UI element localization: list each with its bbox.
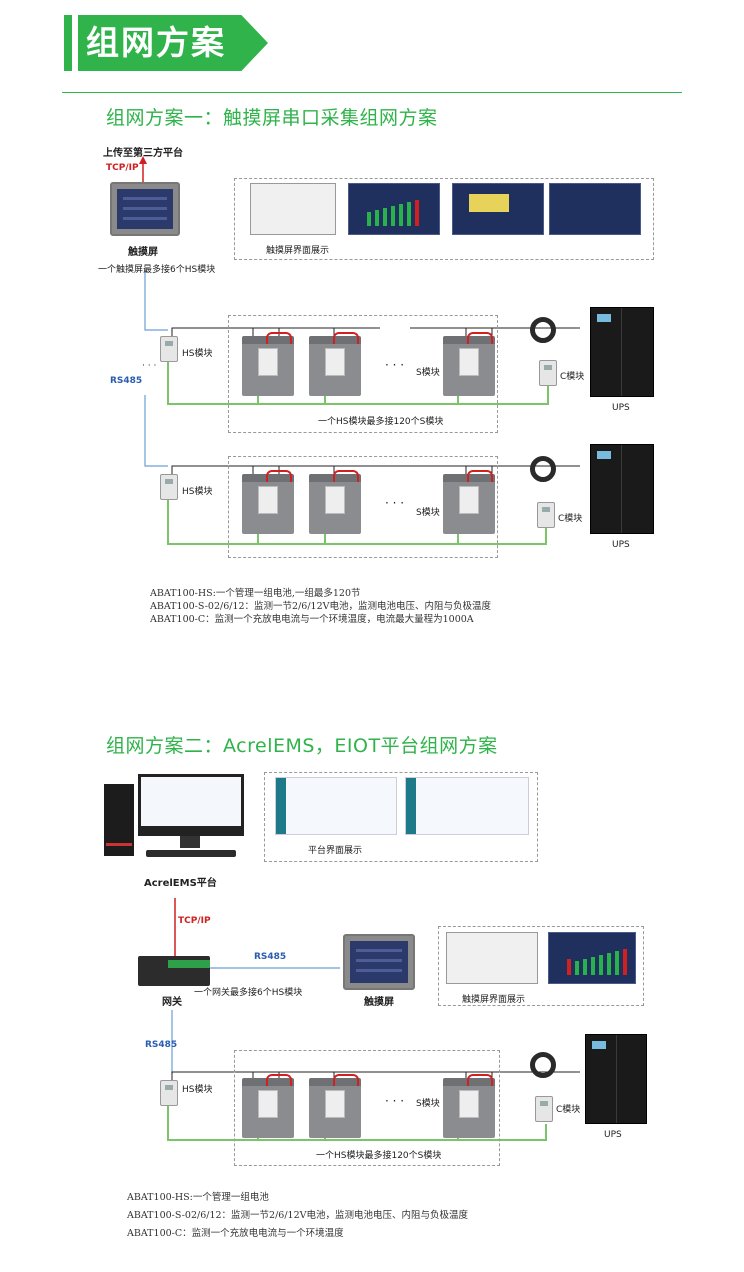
battery-3c bbox=[443, 1074, 495, 1138]
tcpip-label-2: TCP/IP bbox=[178, 916, 211, 926]
gateway-device bbox=[138, 956, 210, 986]
touchscreen-device bbox=[110, 182, 180, 236]
scheme2-title: 组网方案二：AcrelEMS，EIOT平台组网方案 bbox=[106, 735, 498, 757]
ups-label-1: UPS bbox=[612, 403, 630, 413]
scheme1-note-1: ABAT100-HS:一个管理一组电池,一组最多120节 bbox=[150, 588, 361, 599]
battery-2c bbox=[443, 470, 495, 534]
s-label-1: S模块 bbox=[416, 368, 440, 378]
c-label-1: C模块 bbox=[560, 372, 585, 382]
row1-group-box bbox=[228, 315, 498, 433]
scheme2-note-2: ABAT100-S-02/6/12：监测一节2/6/12V电池，监测电池电压、内… bbox=[127, 1210, 468, 1221]
gateway-note: 一个网关最多接6个HS模块 bbox=[194, 988, 303, 998]
battery-3b bbox=[309, 1074, 361, 1138]
keyboard bbox=[146, 850, 236, 857]
ups-3 bbox=[585, 1034, 647, 1124]
rs485-label-a: RS485 bbox=[254, 952, 287, 962]
rs485-dots: · · · bbox=[142, 361, 157, 371]
battery-1b bbox=[309, 332, 361, 396]
hs-note-3: 一个HS模块最多接120个S模块 bbox=[316, 1151, 442, 1161]
display-thumb-6 bbox=[548, 932, 636, 984]
touchscreen-device-2 bbox=[343, 934, 415, 990]
ellipsis-2: · · · bbox=[385, 496, 405, 510]
pc-monitor bbox=[138, 774, 244, 836]
scheme2-note-3: ABAT100-C：监测一个充放电电流与一个环境温度 bbox=[127, 1228, 344, 1239]
ellipsis-1: · · · bbox=[385, 358, 405, 372]
battery-2b bbox=[309, 470, 361, 534]
hs-note-1: 一个HS模块最多接120个S模块 bbox=[318, 417, 444, 427]
c-module-1 bbox=[539, 360, 557, 386]
battery-1a bbox=[242, 332, 294, 396]
c-module-3 bbox=[535, 1096, 553, 1122]
hs-module-3 bbox=[160, 1080, 178, 1106]
platform-thumb-2 bbox=[405, 777, 529, 835]
touchscreen-label: 触摸屏 bbox=[128, 247, 158, 258]
row3-group-box bbox=[234, 1050, 500, 1166]
display-label: 触摸屏界面展示 bbox=[266, 246, 330, 256]
ellipsis-3: · · · bbox=[385, 1094, 405, 1108]
ct-clamp-1 bbox=[530, 317, 556, 343]
platform-thumb-1 bbox=[275, 777, 397, 835]
hs-module-2 bbox=[160, 474, 178, 500]
platform-display-box bbox=[264, 772, 538, 862]
touchscreen-display-box bbox=[234, 178, 654, 260]
gateway-label: 网关 bbox=[162, 997, 182, 1008]
c-label-2: C模块 bbox=[558, 514, 583, 524]
ct-clamp-2 bbox=[530, 456, 556, 482]
row2-group-box bbox=[228, 456, 498, 558]
battery-3a bbox=[242, 1074, 294, 1138]
ups-1 bbox=[590, 307, 654, 397]
c-module-2 bbox=[537, 502, 555, 528]
header-accent-bar bbox=[64, 15, 72, 71]
rs485-label-b: RS485 bbox=[145, 1040, 178, 1050]
pc-tower bbox=[104, 784, 134, 856]
display-thumb-1 bbox=[250, 183, 336, 235]
display-thumb-3 bbox=[452, 183, 544, 235]
hs-module-1 bbox=[160, 336, 178, 362]
scheme2-note-1: ABAT100-HS:一个管理一组电池 bbox=[127, 1192, 269, 1203]
header-divider bbox=[62, 92, 682, 93]
header-badge bbox=[78, 15, 268, 71]
display-thumb-4 bbox=[549, 183, 641, 235]
hs-label-2: HS模块 bbox=[182, 487, 213, 497]
touchscreen-display-box-2 bbox=[438, 926, 644, 1006]
display-thumb-5 bbox=[446, 932, 538, 984]
battery-2a bbox=[242, 470, 294, 534]
battery-1c bbox=[443, 332, 495, 396]
display-thumb-2 bbox=[348, 183, 440, 235]
ups-2 bbox=[590, 444, 654, 534]
hs-label-1: HS模块 bbox=[182, 349, 213, 359]
scheme1-note-3: ABAT100-C：监测一个充放电电流与一个环境温度，电流最大量程为1000A bbox=[150, 614, 474, 625]
monitor-stand bbox=[180, 836, 200, 848]
rs485-label: RS485 bbox=[110, 376, 143, 386]
s-label-3: S模块 bbox=[416, 1099, 440, 1109]
display-label-2: 触摸屏界面展示 bbox=[462, 995, 526, 1005]
scheme1-note-2: ABAT100-S-02/6/12：监测一节2/6/12V电池，监测电池电压、内… bbox=[150, 601, 491, 612]
s-label-2: S模块 bbox=[416, 508, 440, 518]
tcpip-label: TCP/IP bbox=[106, 163, 139, 173]
c-label-3: C模块 bbox=[556, 1105, 581, 1115]
touchscreen-note: 一个触摸屏最多接6个HS模块 bbox=[98, 265, 216, 275]
page-title: 组网方案 bbox=[86, 23, 226, 62]
hs-label-3: HS模块 bbox=[182, 1085, 213, 1095]
ct-clamp-3 bbox=[530, 1052, 556, 1078]
upload-label: 上传至第三方平台 bbox=[103, 148, 183, 159]
platform-display-label: 平台界面展示 bbox=[308, 846, 363, 856]
touchscreen-label-2: 触摸屏 bbox=[364, 997, 394, 1008]
ups-label-3: UPS bbox=[604, 1130, 622, 1140]
pc-label: AcrelEMS平台 bbox=[144, 878, 217, 889]
scheme1-title: 组网方案一：触摸屏串口采集组网方案 bbox=[106, 107, 438, 129]
ups-label-2: UPS bbox=[612, 540, 630, 550]
